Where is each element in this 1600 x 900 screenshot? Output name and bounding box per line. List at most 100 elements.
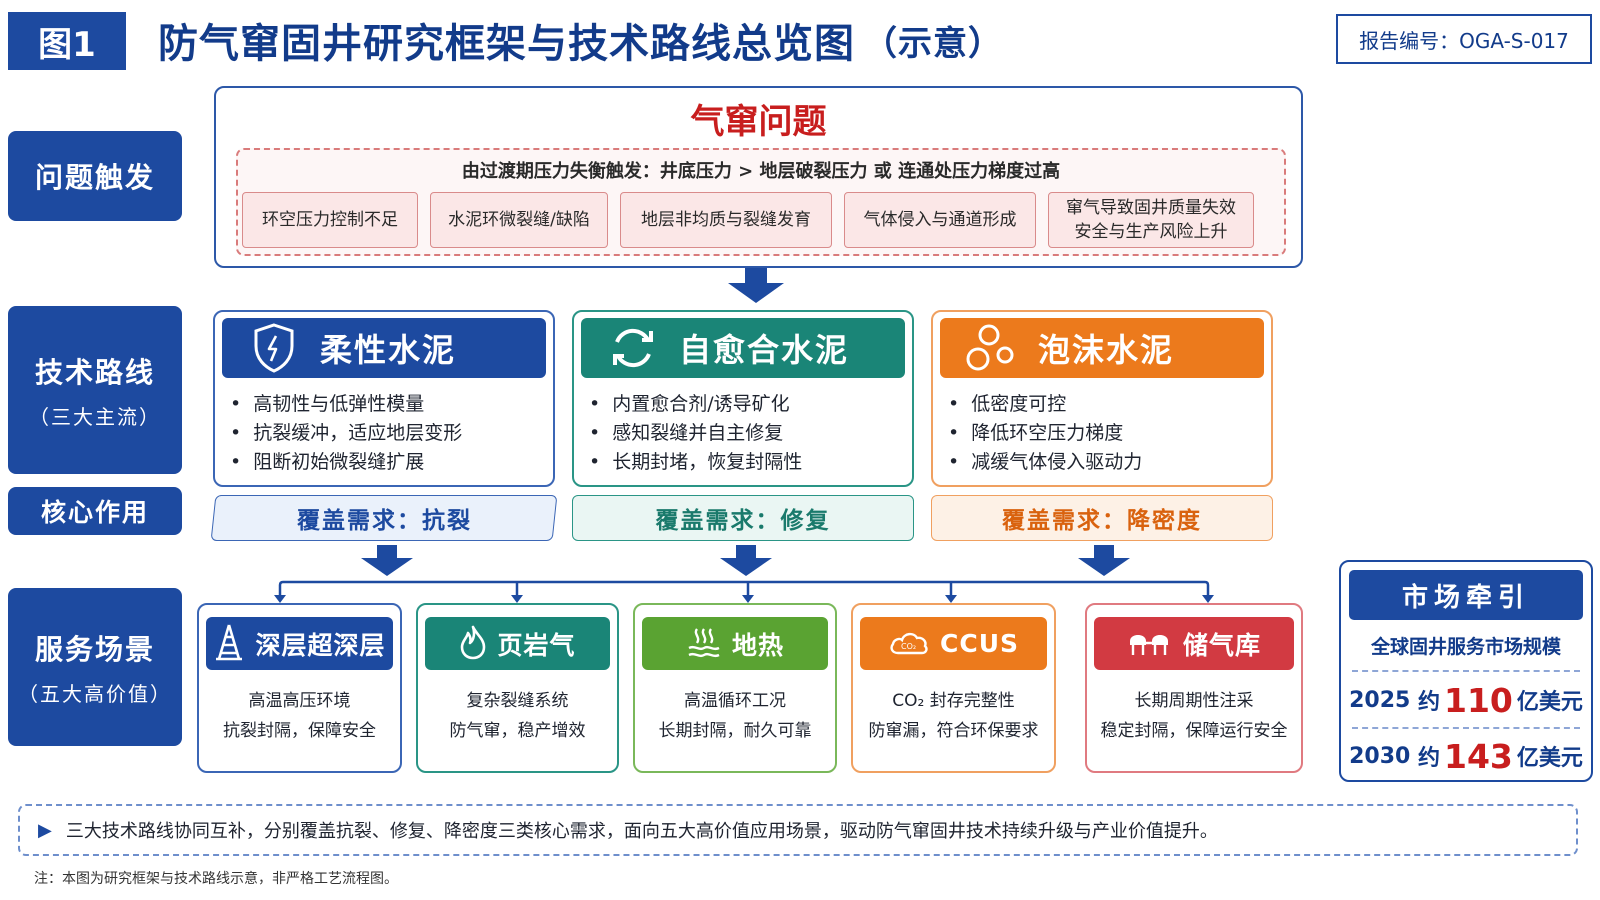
derrick-icon	[213, 623, 245, 665]
market-year: 2025	[1349, 687, 1411, 713]
flame-icon	[459, 624, 487, 664]
page-title-suffix: （示意）	[863, 23, 1003, 64]
scenario-line: 稳定封隔，保障运行安全	[1100, 721, 1288, 741]
cause-box: 水泥环微裂缝/缺陷	[430, 192, 608, 248]
report-number: 报告编号：OGA-S-017	[1336, 14, 1592, 64]
side-label-tech-sub: （三大主流）	[29, 404, 161, 429]
need-badge-flexible: 覆盖需求：抗裂	[210, 495, 558, 541]
market-year: 2030	[1349, 743, 1411, 769]
trigger-condition-text: 由过渡期压力失衡触发：井底压力 > 地层破裂压力 或 连通处压力梯度过高	[461, 161, 1061, 182]
side-label-scenario: 服务场景 （五大高价值）	[8, 588, 182, 746]
scenario-desc: 高温循环工况 长期封隔，耐久可靠	[633, 686, 837, 746]
scenario-name: 储气库	[1182, 630, 1261, 660]
side-label-tech: 技术路线 （三大主流）	[8, 306, 182, 474]
footnote: 注：本图为研究框架与技术路线示意，非严格工艺流程图。	[34, 871, 398, 887]
scenario-line: 长期周期性注采	[1134, 691, 1254, 711]
distribution-connector	[274, 580, 1214, 603]
tech-point: 长期封堵，恢复封隔性	[589, 448, 909, 477]
cause-box: 环空压力控制不足	[242, 192, 418, 248]
scenario-desc: 长期周期性注采 稳定封隔，保障运行安全	[1085, 686, 1303, 746]
bubbles-icon	[962, 318, 1022, 378]
scenario-line: 高温循环工况	[684, 691, 786, 711]
tech-point: 低密度可控	[948, 390, 1268, 419]
tech-points-self-healing: 内置愈合剂/诱导矿化 感知裂缝并自主修复 长期封堵，恢复封隔性	[589, 390, 909, 477]
scenario-header-deep: 深层超深层	[206, 617, 393, 670]
flow-arrow-stem	[1094, 545, 1114, 559]
market-subtitle: 全球固井服务市场规模	[1370, 636, 1561, 658]
cause-label: 气体侵入与通道形成	[863, 210, 1017, 230]
cause-label: 水泥环微裂缝/缺陷	[448, 210, 590, 230]
side-label-core: 核心作用	[8, 487, 182, 535]
refresh-icon	[603, 318, 663, 378]
flow-arrow-stem	[745, 268, 767, 284]
market-unit: 亿美元	[1516, 746, 1583, 771]
scenario-line: 防气窜，稳产增效	[449, 721, 586, 741]
problem-title: 气窜问题	[690, 102, 827, 142]
tech-point: 阻断初始微裂缝扩展	[230, 448, 550, 477]
market-divider	[1352, 727, 1580, 729]
side-label-problem-text: 问题触发	[34, 161, 155, 194]
co2-cloud-icon: CO₂	[888, 627, 930, 661]
cause-box: 地层非均质与裂缝发育	[620, 192, 832, 248]
scenario-desc: CO₂ 封存完整性 防窜漏，符合环保要求	[851, 686, 1056, 746]
flow-arrow-stem	[377, 545, 397, 559]
tech-point: 降低环空压力梯度	[948, 419, 1268, 448]
tech-point: 高韧性与低弹性模量	[230, 390, 550, 419]
flow-arrow-down-icon	[361, 558, 413, 576]
tech-point: 减缓气体侵入驱动力	[948, 448, 1268, 477]
tech-header-self-healing: 自愈合水泥	[581, 318, 905, 378]
market-row-2030: 2030 约 143 亿美元	[1339, 731, 1593, 781]
storage-tank-icon	[1127, 627, 1173, 661]
side-label-scenario-text: 服务场景	[34, 632, 155, 666]
scenario-name: 深层超深层	[255, 630, 386, 660]
tech-point: 感知裂缝并自主修复	[589, 419, 909, 448]
market-title: 市场牵引	[1349, 570, 1583, 620]
market-row-2025: 2025 约 110 亿美元	[1339, 675, 1593, 725]
flow-arrow-down-icon	[1078, 558, 1130, 576]
market-prefix: 约	[1417, 746, 1440, 771]
cause-label: 环空压力控制不足	[262, 210, 398, 230]
scenario-desc: 复杂裂缝系统 防气窜，稳产增效	[416, 686, 619, 746]
scenario-header-storage: 储气库	[1094, 617, 1294, 670]
tech-name: 自愈合水泥	[679, 331, 850, 369]
scenario-desc: 高温高压环境 抗裂封隔，保障安全	[197, 686, 402, 746]
market-value: 110	[1444, 680, 1513, 720]
page-title-text: 防气窜固井研究框架与技术路线总览图	[158, 21, 855, 67]
tech-point: 抗裂缓冲，适应地层变形	[230, 419, 550, 448]
tech-name: 柔性水泥	[320, 331, 457, 369]
scenario-line: 防窜漏，符合环保要求	[868, 721, 1039, 741]
cause-label: 窜气导致固井质量失效 安全与生产风险上升	[1066, 198, 1236, 242]
market-divider	[1352, 670, 1580, 672]
figure-label: 图1	[8, 12, 126, 70]
tech-points-flexible: 高韧性与低弹性模量 抗裂缓冲，适应地层变形 阻断初始微裂缝扩展	[230, 390, 550, 477]
page-title: 防气窜固井研究框架与技术路线总览图 （示意）	[158, 10, 1003, 70]
tech-name: 泡沫水泥	[1038, 331, 1175, 369]
side-label-problem: 问题触发	[8, 131, 182, 221]
heat-icon	[686, 625, 722, 663]
need-badge-foam: 覆盖需求：降密度	[931, 495, 1273, 541]
scenario-line: 长期封隔，耐久可靠	[658, 721, 812, 741]
summary-text: 三大技术路线协同互补，分别覆盖抗裂、修复、降密度三类核心需求，面向五大高价值应用…	[65, 821, 1218, 842]
need-text: 覆盖需求：修复	[655, 508, 831, 534]
need-text: 覆盖需求：降密度	[1002, 508, 1202, 534]
market-value: 143	[1444, 736, 1513, 776]
side-label-scenario-sub: （五大高价值）	[18, 681, 172, 706]
play-triangle-icon: ▶	[38, 819, 52, 841]
tech-point: 内置愈合剂/诱导矿化	[589, 390, 909, 419]
scenario-name: CCUS	[940, 629, 1019, 658]
flow-arrow-down-icon	[720, 558, 772, 576]
scenario-header-geothermal: 地热	[642, 617, 828, 670]
svg-text:CO₂: CO₂	[901, 642, 916, 651]
cause-box: 窜气导致固井质量失效 安全与生产风险上升	[1048, 192, 1254, 248]
tech-points-foam: 低密度可控 降低环空压力梯度 减缓气体侵入驱动力	[948, 390, 1268, 477]
side-label-tech-text: 技术路线	[34, 355, 155, 389]
scenario-name: 地热	[731, 630, 784, 660]
summary-box: ▶ 三大技术路线协同互补，分别覆盖抗裂、修复、降密度三类核心需求，面向五大高价值…	[18, 804, 1578, 856]
need-text: 覆盖需求：抗裂	[296, 508, 472, 534]
cause-label: 地层非均质与裂缝发育	[641, 210, 811, 230]
scenario-header-shale: 页岩气	[425, 617, 610, 670]
need-badge-self-healing: 覆盖需求：修复	[572, 495, 914, 541]
cause-box: 气体侵入与通道形成	[844, 192, 1036, 248]
scenario-line: 抗裂封隔，保障安全	[223, 721, 376, 741]
scenario-line: 复杂裂缝系统	[466, 691, 569, 711]
